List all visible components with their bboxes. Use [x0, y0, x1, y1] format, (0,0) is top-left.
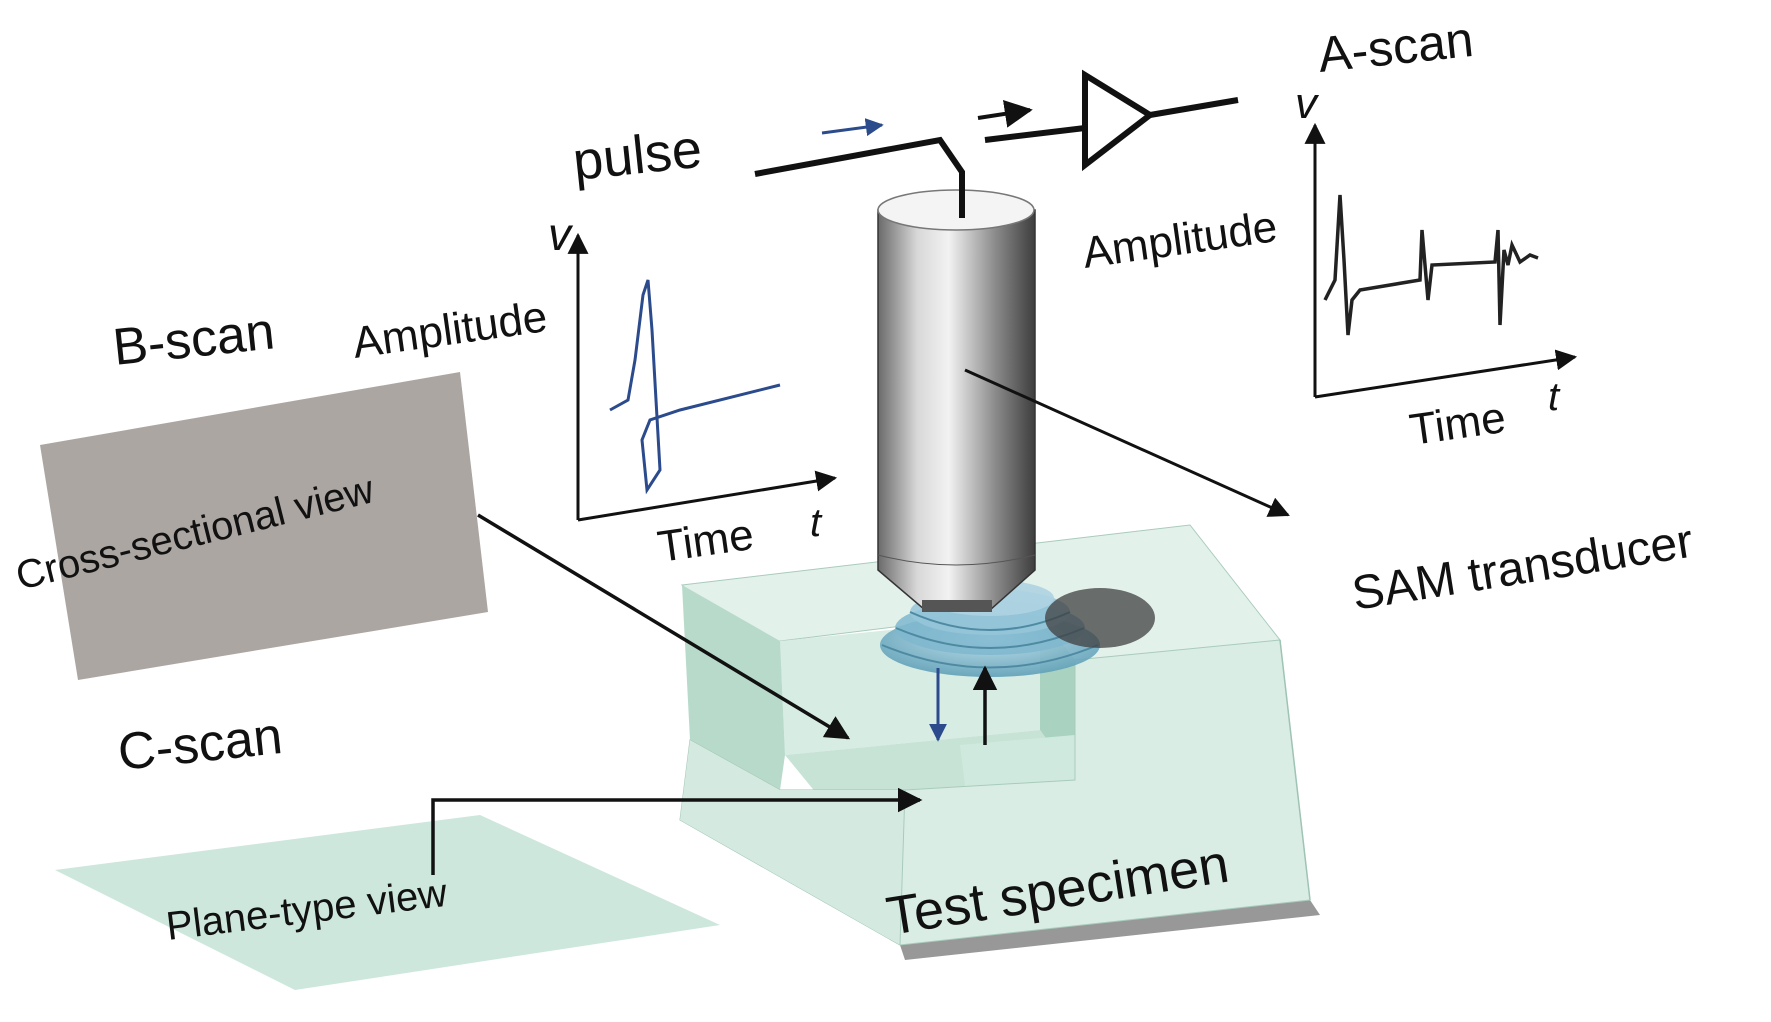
transducer-shadow	[1045, 588, 1155, 648]
c-scan-label: C-scan	[115, 707, 285, 782]
b-scan: B-scan Cross-sectional view	[12, 302, 851, 740]
amplifier	[977, 69, 1239, 172]
pulse-wire	[754, 118, 965, 218]
amplifier-triangle	[1082, 69, 1156, 172]
ascan-time-label: Time	[1407, 393, 1509, 455]
sam-transducer	[877, 189, 1036, 612]
pulse-x-axis	[577, 470, 838, 522]
a-scan-graph: A-scan v Amplitude Time t	[1080, 11, 1578, 455]
pulse-label: pulse	[570, 119, 705, 192]
c-scan: C-scan Plane-type view	[55, 707, 923, 990]
b-scan-label: B-scan	[110, 302, 277, 377]
pulse-direction-arrow	[821, 118, 884, 137]
b-scan-panel	[40, 372, 488, 680]
ascan-signal	[1323, 194, 1539, 336]
b-scan-arrow	[477, 513, 851, 740]
pulse-v-label: v	[548, 208, 574, 260]
pulse-t-label: t	[810, 501, 823, 545]
ascan-t-label: t	[1548, 375, 1561, 419]
sam-transducer-label: SAM transducer	[1348, 515, 1696, 621]
ascan-v-label: v	[1295, 79, 1320, 128]
pulse-signal	[609, 279, 781, 495]
specimen-right-edge	[1279, 639, 1311, 901]
c-scan-plane	[55, 815, 720, 990]
pocket-left-wall	[682, 585, 785, 790]
specimen-shadow	[900, 900, 1320, 960]
specimen-front-lower	[680, 740, 905, 945]
pulse-amplitude-label: Amplitude	[350, 292, 551, 368]
sam-transducer-pointer	[964, 368, 1290, 517]
a-scan-label: A-scan	[1315, 11, 1476, 83]
ascan-amplitude-label: Amplitude	[1080, 202, 1281, 278]
pulse-time-label: Time	[655, 510, 757, 572]
c-scan-arrow	[431, 787, 923, 875]
ascan-x-axis	[1314, 349, 1578, 399]
